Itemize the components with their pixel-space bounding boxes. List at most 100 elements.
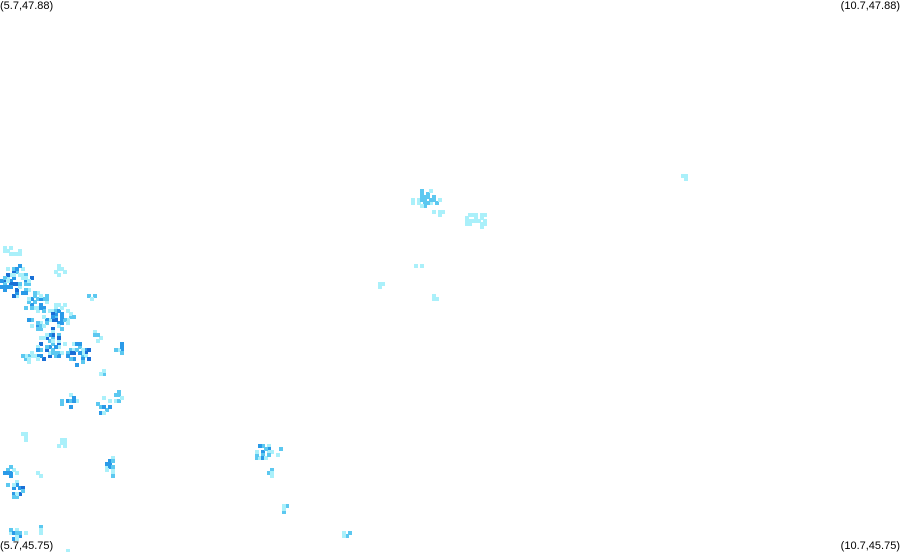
precipitation-cell <box>345 534 349 538</box>
precipitation-cell <box>264 447 268 451</box>
precipitation-cell <box>57 321 61 325</box>
precipitation-cell <box>57 309 61 313</box>
precipitation-cell <box>420 204 424 208</box>
precipitation-cell <box>63 342 67 346</box>
precipitation-cell <box>36 297 40 301</box>
precipitation-cell <box>39 336 43 340</box>
precipitation-cell <box>102 405 106 409</box>
precipitation-cell <box>684 174 688 178</box>
precipitation-cell <box>60 402 64 406</box>
precipitation-cell <box>78 342 82 346</box>
precipitation-cell <box>3 282 7 286</box>
precipitation-cell <box>51 315 55 319</box>
precipitation-cell <box>9 474 13 478</box>
precipitation-cell <box>18 273 22 277</box>
precipitation-cell <box>417 198 421 202</box>
precipitation-cell <box>438 213 442 217</box>
precipitation-cell <box>66 309 70 313</box>
precipitation-cell <box>87 348 91 352</box>
precipitation-cell <box>120 345 124 349</box>
precipitation-cell <box>120 396 124 400</box>
precipitation-cell <box>9 246 13 250</box>
precipitation-cell <box>15 492 19 496</box>
precipitation-cell <box>63 438 67 442</box>
precipitation-cell <box>480 222 484 226</box>
precipitation-cell <box>69 348 73 352</box>
precipitation-cell <box>27 360 31 364</box>
precipitation-cell <box>414 264 418 268</box>
precipitation-cell <box>12 492 16 496</box>
precipitation-cell <box>423 198 427 202</box>
precipitation-cell <box>24 279 28 283</box>
precipitation-cell <box>36 291 40 295</box>
precipitation-cell <box>21 354 25 358</box>
precipitation-cell <box>120 351 124 355</box>
precipitation-cell <box>18 252 22 256</box>
precipitation-cell <box>114 393 118 397</box>
corner-label-top-right: (10.7,47.88) <box>840 0 900 12</box>
precipitation-cell <box>9 471 13 475</box>
precipitation-cell <box>51 312 55 316</box>
precipitation-cell <box>6 249 10 253</box>
precipitation-cell <box>30 351 34 355</box>
precipitation-cell <box>411 198 415 202</box>
precipitation-cell <box>66 354 70 358</box>
precipitation-cell <box>267 471 271 475</box>
precipitation-cell <box>60 318 64 322</box>
precipitation-cell <box>483 222 487 226</box>
precipitation-cell <box>39 528 43 532</box>
precipitation-cell <box>45 294 49 298</box>
precipitation-cell <box>108 399 112 403</box>
precipitation-cell <box>15 480 19 484</box>
precipitation-cell <box>75 348 79 352</box>
precipitation-cell <box>18 534 22 538</box>
precipitation-cell <box>90 297 94 301</box>
precipitation-cell <box>69 393 73 397</box>
precipitation-cell <box>30 354 34 358</box>
precipitation-cell <box>72 351 76 355</box>
precipitation-cell <box>423 204 427 208</box>
precipitation-cell <box>429 198 433 202</box>
precipitation-cell <box>21 432 25 436</box>
precipitation-cell <box>279 447 283 451</box>
precipitation-cell <box>39 294 43 298</box>
precipitation-cell <box>270 450 274 454</box>
precipitation-cell <box>84 351 88 355</box>
precipitation-cell <box>9 273 13 277</box>
precipitation-cell <box>39 303 43 307</box>
precipitation-cell <box>483 219 487 223</box>
precipitation-cell <box>255 456 259 460</box>
precipitation-cell <box>6 483 10 487</box>
precipitation-cell <box>57 264 61 268</box>
precipitation-cell <box>15 483 19 487</box>
precipitation-cell <box>78 345 82 349</box>
precipitation-cell <box>6 273 10 277</box>
precipitation-cell <box>258 456 262 460</box>
precipitation-cell <box>42 315 46 319</box>
precipitation-cell <box>411 201 415 205</box>
precipitation-cell <box>429 189 433 193</box>
precipitation-cell <box>42 297 46 301</box>
precipitation-cell <box>24 282 28 286</box>
precipitation-cell <box>12 282 16 286</box>
precipitation-cell <box>39 321 43 325</box>
precipitation-cell <box>63 444 67 448</box>
precipitation-cell <box>30 276 34 280</box>
precipitation-cell <box>3 246 7 250</box>
precipitation-cell <box>12 252 16 256</box>
precipitation-cell <box>282 507 286 511</box>
precipitation-cell <box>12 537 16 541</box>
precipitation-cell <box>24 354 28 358</box>
precipitation-cell <box>21 291 25 295</box>
precipitation-cell <box>63 303 67 307</box>
precipitation-cell <box>255 450 259 454</box>
precipitation-cell <box>72 315 76 319</box>
precipitation-cell <box>3 285 7 289</box>
precipitation-cell <box>18 264 22 268</box>
precipitation-cell <box>18 486 22 490</box>
precipitation-cell <box>18 282 22 286</box>
precipitation-cell <box>24 531 28 535</box>
precipitation-cell <box>57 354 61 358</box>
precipitation-cell <box>18 492 22 496</box>
precipitation-cell <box>45 297 49 301</box>
